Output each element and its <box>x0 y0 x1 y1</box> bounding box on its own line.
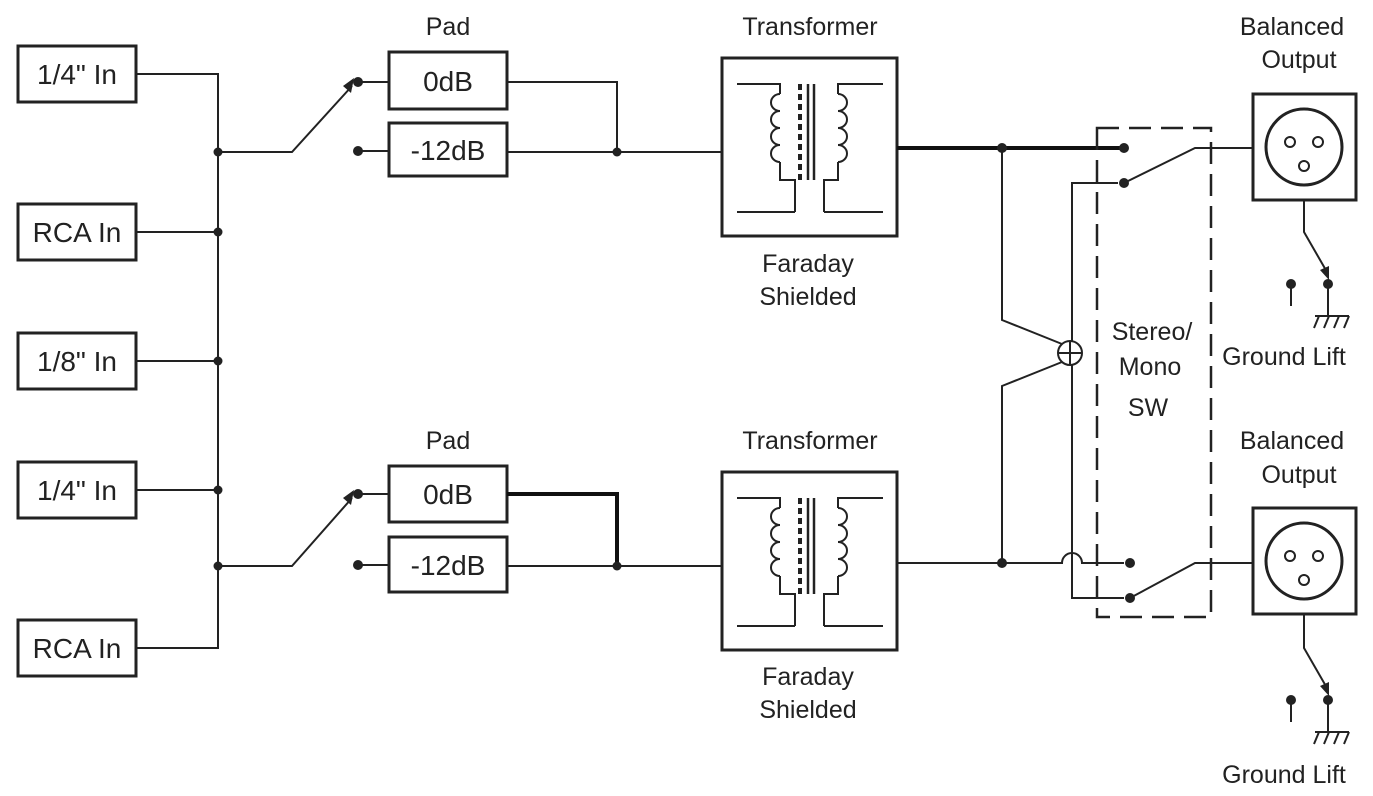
ground-icon <box>1313 315 1350 329</box>
shield-label-line2: Shielded <box>759 283 856 311</box>
switch-label-line1: Stereo/ <box>1112 318 1193 346</box>
ground-lift-switch <box>1286 614 1350 745</box>
transformer-icon <box>737 83 883 213</box>
shield-label-line1: Faraday <box>762 663 854 691</box>
pad-leads <box>358 81 389 152</box>
stereo-mono-switch[interactable]: Stereo/ Mono SW <box>1095 126 1213 619</box>
pad-title: Pad <box>426 427 470 455</box>
arrow-icon <box>343 78 354 93</box>
input-label-3: 1/8" In <box>37 346 117 377</box>
input-label-5: RCA In <box>33 633 122 664</box>
summing-node-icon <box>1057 340 1083 366</box>
switch-contact <box>1125 558 1135 568</box>
input-box-1 <box>16 44 138 104</box>
pad-leads <box>358 493 389 566</box>
input-jacks: 1/4" In RCA In 1/8" In 1/4" In RCA In <box>16 44 138 678</box>
pad-output-wire <box>507 492 619 566</box>
bus-junction <box>213 227 223 237</box>
output-label-line1: Balanced <box>1240 427 1344 455</box>
pad-12db-box[interactable] <box>387 535 509 594</box>
input-bus <box>136 73 223 649</box>
ground-lift-label: Ground Lift <box>1222 343 1346 371</box>
ground-lift-switch <box>1286 200 1350 329</box>
xlr-output-box <box>1251 506 1358 616</box>
arrow-icon <box>343 490 354 505</box>
switch-enclosure <box>1095 126 1213 619</box>
transformer-box <box>720 470 899 652</box>
ground-lift-label: Ground Lift <box>1222 761 1346 789</box>
channel-2: Pad 0dB -12dB Transformer Faraday Shield… <box>218 427 1358 789</box>
output-label-line1: Balanced <box>1240 13 1344 41</box>
pad-output-wire <box>507 81 722 153</box>
pad-0db-box[interactable] <box>387 50 509 111</box>
input-box-2 <box>16 202 138 262</box>
shield-label-line1: Faraday <box>762 250 854 278</box>
shield-label-line2: Shielded <box>759 696 856 724</box>
xlr-connector-icon <box>1264 107 1344 187</box>
pad-junction <box>612 561 622 571</box>
bus-junction <box>213 356 223 366</box>
pad-12db-box[interactable] <box>387 121 509 178</box>
input-bus-taps <box>136 231 218 491</box>
switch-label-line2: Mono <box>1119 353 1182 381</box>
pad-12db-label: -12dB <box>411 135 486 166</box>
output-switch-arm <box>1123 147 1253 184</box>
switch-contact <box>1119 143 1129 153</box>
sum-wire-top <box>1001 148 1063 345</box>
output-wire <box>897 552 1124 564</box>
pad-title: Pad <box>426 13 470 41</box>
output-label-line2: Output <box>1261 46 1336 74</box>
pad-junction <box>612 147 622 157</box>
sum-wire-bottom <box>1001 361 1063 563</box>
pad-switch-arm <box>218 497 353 567</box>
input-label-4: 1/4" In <box>37 475 117 506</box>
transformer-box <box>720 56 899 238</box>
switch-label-line3: SW <box>1128 394 1169 422</box>
pad-0db-label: 0dB <box>423 66 473 97</box>
bus-junction <box>213 485 223 495</box>
mono-sum-network <box>1001 148 1083 563</box>
output-switch-arm <box>1129 562 1253 599</box>
transformer-icon <box>737 497 883 627</box>
xlr-output-box <box>1251 92 1358 202</box>
pad-switch-arm <box>218 85 353 153</box>
input-label-2: RCA In <box>33 217 122 248</box>
output-label-line2: Output <box>1261 461 1336 489</box>
channel-1: Pad 0dB -12dB Transformer Faraday Shield… <box>218 13 1358 599</box>
ground-icon <box>1313 731 1350 745</box>
pad-0db-box[interactable] <box>387 464 509 524</box>
input-box-3 <box>16 331 138 391</box>
transformer-title: Transformer <box>742 13 877 41</box>
input-box-5 <box>16 618 138 678</box>
transformer-title: Transformer <box>742 427 877 455</box>
pad-12db-label: -12dB <box>411 550 486 581</box>
pad-0db-label: 0dB <box>423 479 473 510</box>
input-label-1: 1/4" In <box>37 59 117 90</box>
xlr-connector-icon <box>1264 521 1344 601</box>
